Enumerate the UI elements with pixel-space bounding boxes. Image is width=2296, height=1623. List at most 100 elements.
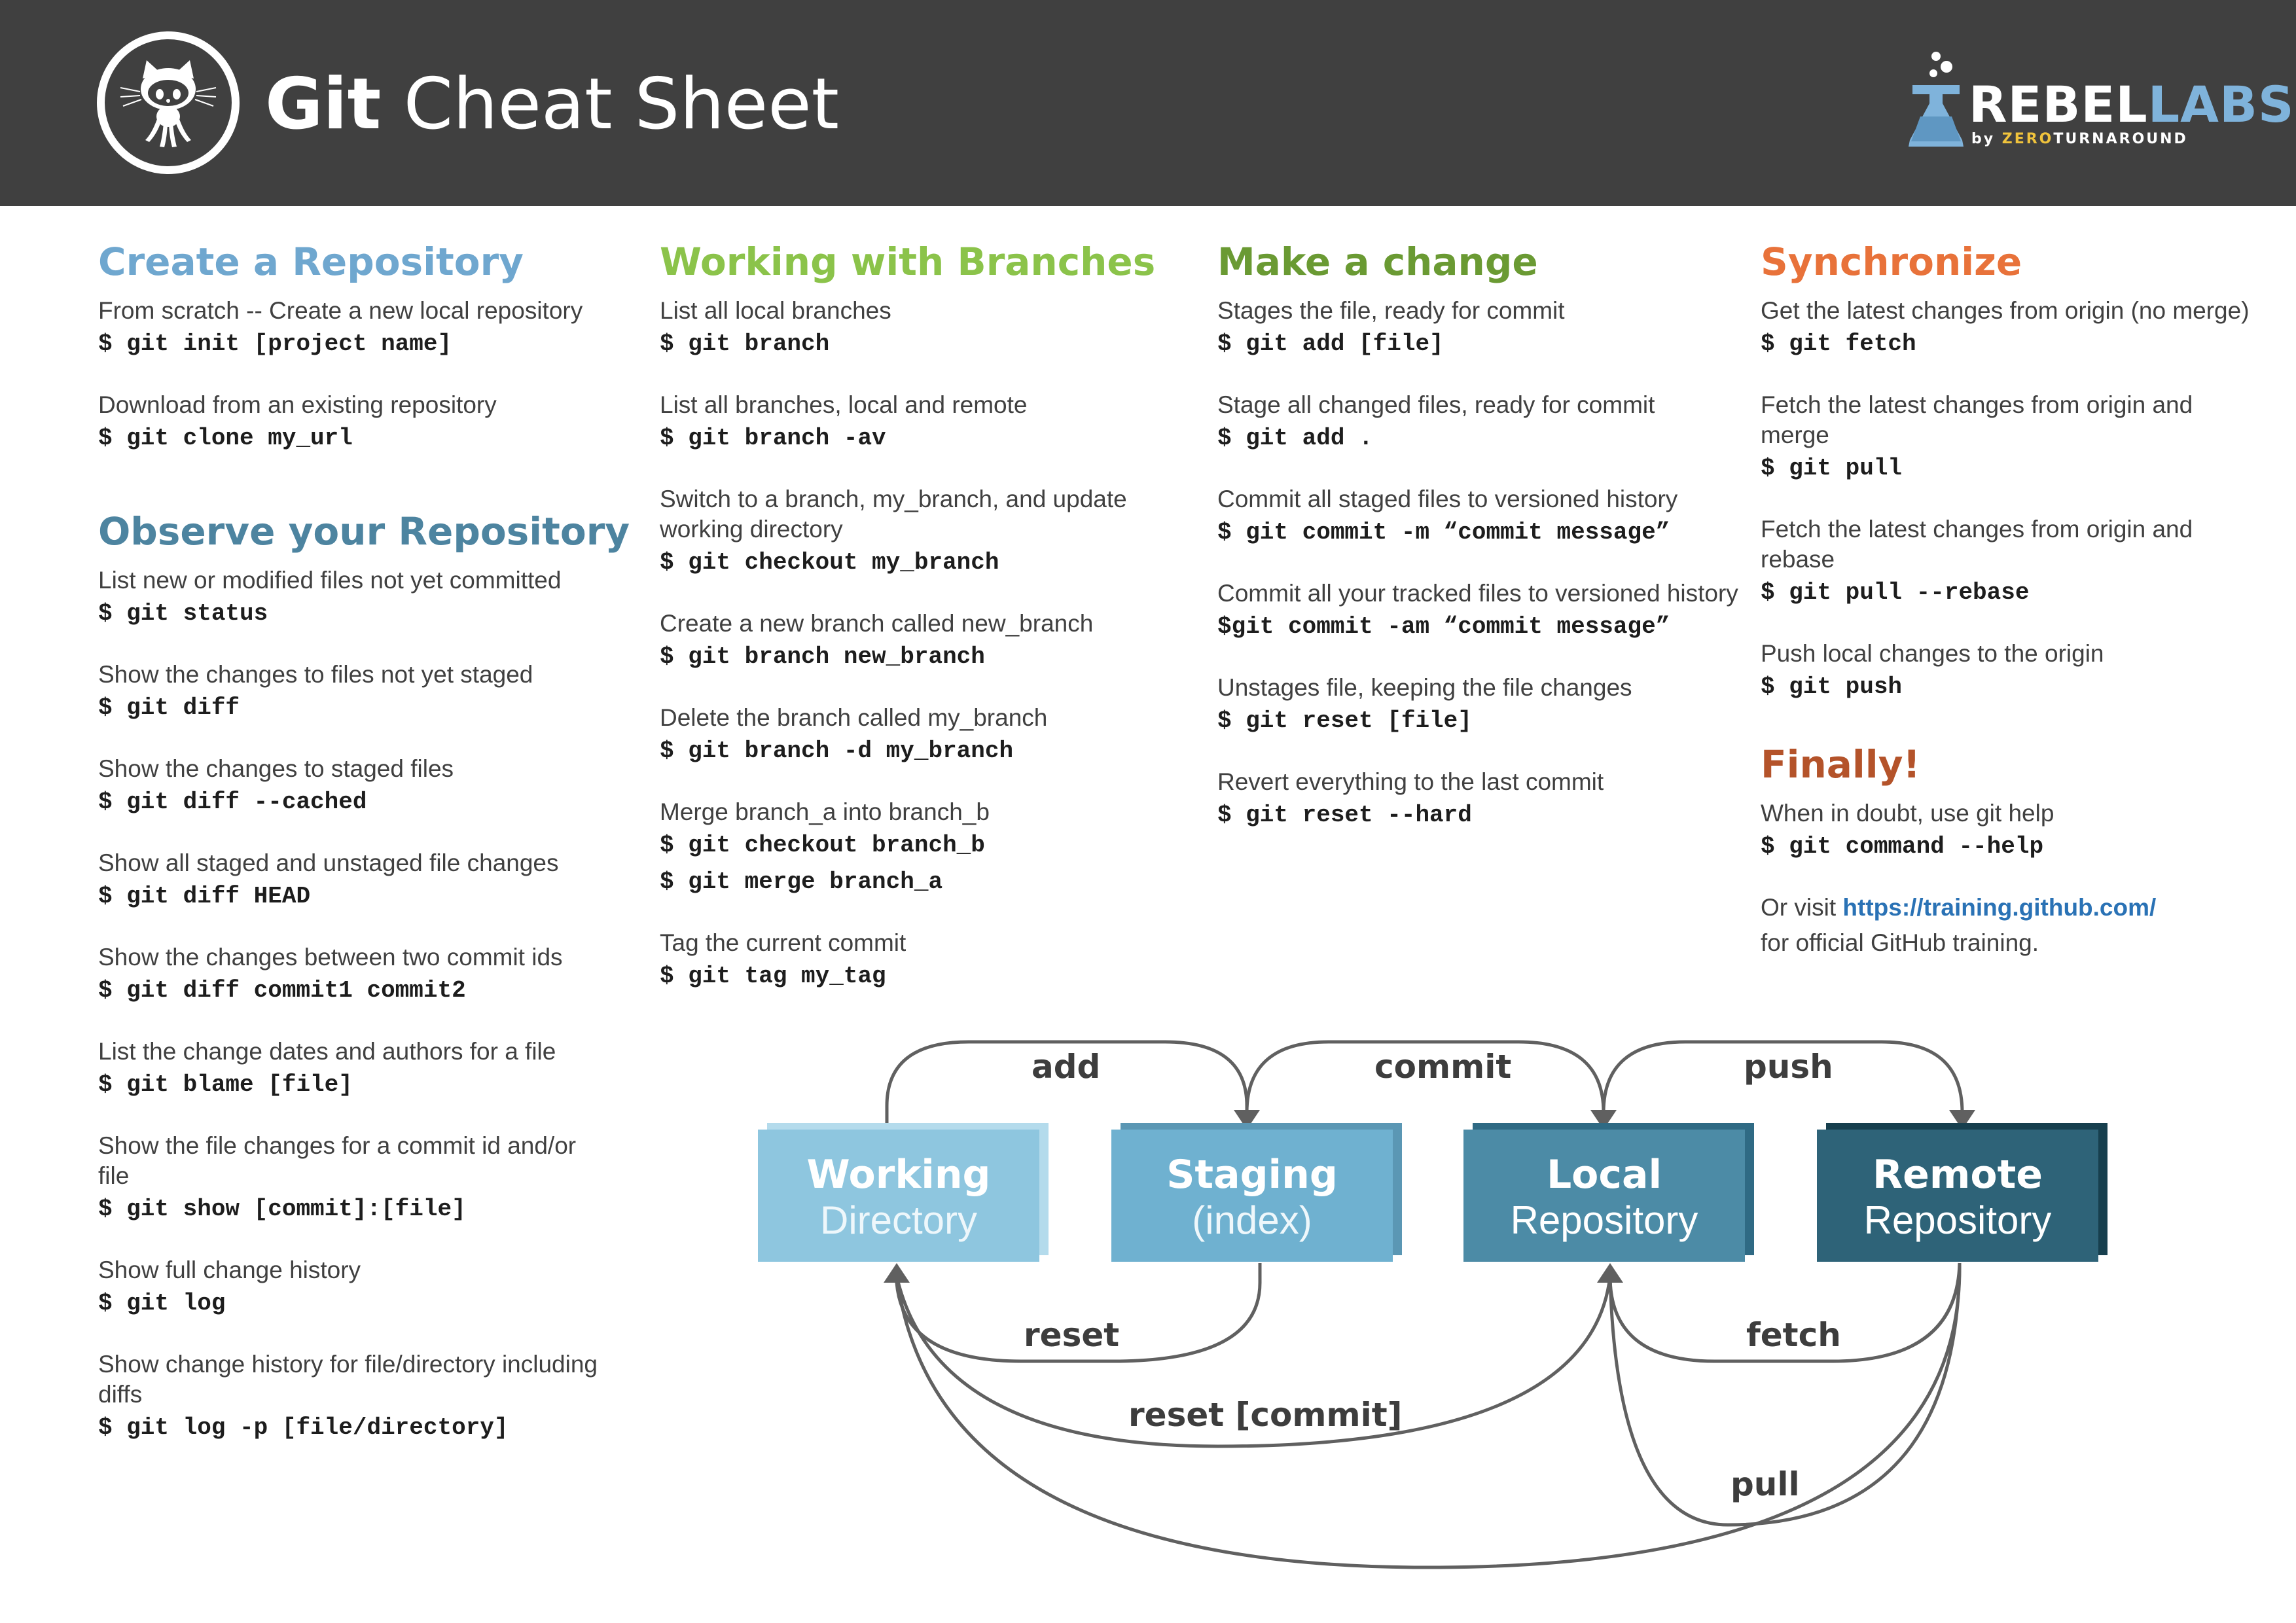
box-title: Working (806, 1152, 991, 1198)
item-description: Commit all your tracked files to version… (1217, 580, 1738, 607)
list-item: Push local changes to the origin $ git p… (1761, 639, 2258, 705)
box-title: Remote (1872, 1152, 2043, 1198)
item-description: List all branches, local and remote (660, 391, 1028, 418)
arrowhead-remote-top (1949, 1110, 1975, 1130)
item-description: Fetch the latest changes from origin and… (1761, 516, 2193, 573)
label-fetch: fetch (1746, 1316, 1841, 1354)
brand-zero: ZERO (2001, 131, 2054, 147)
item-command: $ git diff (98, 694, 240, 721)
item-description: Push local changes to the origin (1761, 640, 2104, 667)
item-command: $ git add [file] (1217, 330, 1444, 357)
column-3: Make a change Stages the file, ready for… (1217, 237, 1741, 861)
list-item: Show the changes to files not yet staged… (98, 660, 609, 726)
list-item: Show full change history $ git log (98, 1255, 609, 1322)
title-bold: Git (265, 63, 382, 145)
item-command: $git commit -am “commit message” (1217, 613, 1670, 640)
page-title: Git Cheat Sheet (265, 65, 839, 144)
item-command: $ git log (98, 1290, 226, 1317)
arrowhead-local-bottom (1597, 1263, 1623, 1283)
box-subtitle: Directory (819, 1198, 978, 1242)
label-pull: pull (1731, 1465, 1800, 1503)
section-title-sync: Synchronize (1761, 240, 2022, 284)
item-description: Delete the branch called my_branch (660, 704, 1048, 731)
item-description: List new or modified files not yet commi… (98, 567, 562, 594)
box-remote-repository: Remote Repository (1817, 1130, 2098, 1262)
arrow-pull-working (895, 1262, 1962, 1569)
visit-suffix: for official GitHub training. (1761, 929, 2039, 956)
item-description: From scratch -- Create a new local repos… (98, 297, 583, 324)
label-reset-commit: reset [commit] (1128, 1396, 1403, 1434)
item-description: Show the file changes for a commit id an… (98, 1132, 577, 1189)
section-title-change: Make a change (1217, 240, 1538, 284)
item-description: List all local branches (660, 297, 891, 324)
list-item: Fetch the latest changes from origin and… (1761, 514, 2258, 611)
list-item: Show the file changes for a commit id an… (98, 1131, 609, 1228)
section-title-finally: Finally! (1761, 742, 1920, 787)
item-description: Create a new branch called new_branch (660, 610, 1094, 637)
list-item: List new or modified files not yet commi… (98, 565, 609, 632)
item-description: Switch to a branch, my_branch, and updat… (660, 486, 1127, 543)
item-description: Commit all staged files to versioned his… (1217, 486, 1678, 512)
visit-prefix: Or visit (1761, 894, 1843, 921)
list-item: Tag the current commit $ git tag my_tag (660, 928, 1196, 995)
flask-icon (1909, 52, 1964, 147)
item-command: $ git command --help (1761, 833, 2044, 860)
list-item: List all local branches $ git branch (660, 296, 1196, 363)
box-subtitle: Repository (1510, 1198, 1698, 1242)
list-item: Get the latest changes from origin (no m… (1761, 296, 2258, 363)
box-title: Local (1546, 1152, 1662, 1198)
item-command: $ git reset --hard (1217, 802, 1472, 829)
item-command: $ git checkout branch_b (660, 832, 985, 859)
item-description: Get the latest changes from origin (no m… (1761, 297, 2250, 324)
item-description: Show the changes between two commit ids (98, 944, 563, 971)
column-2: Working with Branches List all local bra… (660, 237, 1196, 1022)
item-description: Merge branch_a into branch_b (660, 798, 990, 825)
item-command: $ git branch (660, 330, 830, 357)
box-working-directory: Working Directory (758, 1130, 1039, 1262)
item-command: $ git diff HEAD (98, 883, 311, 910)
box-subtitle: Repository (1863, 1198, 2052, 1242)
arrowhead-local-top (1590, 1110, 1617, 1130)
item-command: $ git clone my_url (98, 425, 353, 452)
item-command: $ git pull (1761, 455, 1903, 482)
item-command: $ git branch new_branch (660, 643, 985, 670)
item-description: Download from an existing repository (98, 391, 497, 418)
list-item: Show the changes to staged files $ git d… (98, 754, 609, 821)
item-description: Show the changes to files not yet staged (98, 661, 533, 688)
box-staging-index: Staging (index) (1111, 1130, 1393, 1262)
label-add: add (1031, 1048, 1101, 1086)
item-command: $ git blame [file] (98, 1071, 353, 1098)
item-command: $ git branch -av (660, 425, 886, 452)
item-description: Tag the current commit (660, 929, 906, 956)
item-command: $ git push (1761, 673, 1903, 700)
list-item: Fetch the latest changes from origin and… (1761, 390, 2258, 487)
item-command: $ git log -p [file/directory] (98, 1414, 509, 1441)
item-command: $ git diff --cached (98, 789, 367, 815)
item-command: $ git status (98, 600, 268, 627)
item-command: $ git init [project name] (98, 330, 452, 357)
list-item: Show the changes between two commit ids … (98, 942, 609, 1009)
item-description: Stage all changed files, ready for commi… (1217, 391, 1655, 418)
item-command: $ git add . (1217, 425, 1373, 452)
item-command: $ git tag my_tag (660, 963, 886, 990)
section-title-create: Create a Repository (98, 240, 524, 284)
list-item: Stages the file, ready for commit $ git … (1217, 296, 1741, 363)
brand-name: REBELLABS (1969, 79, 2295, 131)
item-description: Fetch the latest changes from origin and… (1761, 391, 2193, 448)
arrowhead-working-bottom (884, 1263, 910, 1283)
brand-byline: by ZEROTURNAROUND (1971, 131, 2188, 148)
item-description: Show change history for file/directory i… (98, 1351, 598, 1408)
list-item: Switch to a branch, my_branch, and updat… (660, 484, 1196, 581)
list-item: From scratch -- Create a new local repos… (98, 296, 609, 363)
title-rest: Cheat Sheet (381, 63, 840, 145)
item-description: When in doubt, use git help (1761, 800, 2054, 827)
item-command: $ git merge branch_a (660, 868, 943, 895)
list-item: Download from an existing repository $ g… (98, 390, 609, 457)
box-title: Staging (1166, 1152, 1338, 1198)
brand-labs: LABS (2147, 75, 2295, 134)
training-link[interactable]: https://training.github.com/ (1842, 894, 2157, 921)
brand-rebel: REBEL (1969, 75, 2148, 134)
label-push: push (1744, 1048, 1833, 1086)
section-title-observe: Observe your Repository (98, 509, 630, 554)
label-commit: commit (1374, 1048, 1512, 1086)
